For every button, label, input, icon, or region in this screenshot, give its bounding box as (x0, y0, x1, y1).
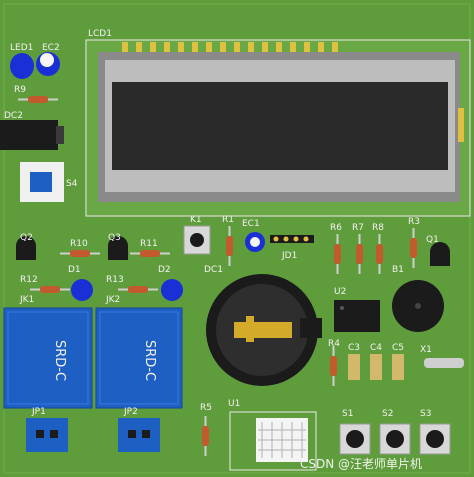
label-d2: D2 (158, 265, 171, 275)
label-q1: Q1 (426, 235, 439, 245)
label-c5: C5 (392, 343, 404, 353)
label-r5: R5 (200, 403, 212, 413)
label-r1: R1 (222, 215, 234, 225)
capacitor-c5: C5 (392, 343, 404, 380)
capacitor-c4: C4 (370, 343, 382, 380)
resistor-r12: R12 (20, 275, 70, 293)
transistor-q3: Q3 (108, 233, 128, 260)
resistor-r8: R8 (372, 223, 384, 274)
battery-holder (206, 274, 322, 386)
label-r8: R8 (372, 223, 384, 233)
pcb-inner-border (3, 3, 471, 474)
resistor-r13: R13 (106, 275, 158, 293)
label-s3: S3 (420, 409, 431, 419)
label-s4: S4 (66, 179, 78, 189)
label-ec2: EC2 (42, 43, 60, 53)
label-led1: LED1 (10, 43, 33, 53)
label-r13: R13 (106, 275, 124, 285)
buzzer-b1 (392, 280, 444, 332)
label-lcd: LCD1 (88, 29, 112, 39)
led1-group: LED1 EC2 (10, 43, 60, 79)
label-d1: D1 (68, 265, 81, 275)
led-d2: D2 (158, 265, 183, 301)
chip-u2: U2 (334, 287, 380, 332)
transistor-q1: Q1 (426, 235, 450, 266)
led-d1: D1 (68, 265, 93, 301)
label-jk1: JK1 (19, 295, 34, 305)
relay2-label: SRD-C (142, 340, 157, 381)
label-c3: C3 (348, 343, 360, 353)
label-ec1: EC1 (242, 219, 260, 229)
dc-jack-dc2: DC2 (0, 111, 64, 150)
label-r4: R4 (328, 339, 340, 349)
label-x1: X1 (420, 345, 432, 355)
relay-jk2: SRD-C (95, 307, 183, 409)
header-jd1: JD1 (270, 235, 314, 261)
switch-s4: S4 (20, 162, 78, 202)
label-s1: S1 (342, 409, 353, 419)
label-u1: U1 (228, 399, 240, 409)
label-r9: R9 (14, 85, 26, 95)
relay1-label: SRD-C (52, 340, 67, 381)
label-r3: R3 (408, 217, 420, 227)
resistor-r11: R11 (130, 239, 170, 257)
label-jp2: JP2 (123, 407, 138, 417)
label-jk2: JK2 (105, 295, 120, 305)
label-u2: U2 (334, 287, 346, 297)
capacitor-ec1: EC1 (242, 219, 265, 252)
label-dc2: DC2 (4, 111, 23, 121)
capacitor-c3: C3 (348, 343, 360, 380)
button-s2: S2 (379, 409, 411, 455)
relay-jk1: SRD-C (3, 307, 93, 409)
resistor-r10: R10 (60, 239, 100, 257)
label-jd1: JD1 (281, 251, 297, 261)
connector-jp2: JP2 (118, 407, 160, 452)
crystal-x1: X1 (420, 345, 464, 368)
label-r7: R7 (352, 223, 364, 233)
label-q2: Q2 (20, 233, 33, 243)
label-r10: R10 (70, 239, 88, 249)
label-k1: K1 (190, 215, 202, 225)
button-s1: S1 (339, 409, 371, 455)
watermark: CSDN @汪老师单片机 (300, 457, 422, 471)
connector-jp1: JP1 (26, 407, 68, 452)
resistor-r9: R9 (14, 85, 58, 103)
label-c4: C4 (370, 343, 382, 353)
label-r12: R12 (20, 275, 38, 285)
resistor-r7: R7 (352, 223, 364, 274)
resistor-r6: R6 (330, 223, 342, 274)
button-k1: K1 (183, 215, 211, 255)
resistor-r1: R1 (222, 215, 234, 266)
label-dc1: DC1 (204, 265, 223, 275)
label-r11: R11 (140, 239, 158, 249)
label-r6: R6 (330, 223, 342, 233)
lcd-module: LCD1 (85, 29, 471, 217)
label-q3: Q3 (108, 233, 121, 243)
resistor-r4: R4 (328, 339, 340, 386)
sensor-u1: U1 (228, 399, 317, 471)
lcd-pin-header (122, 42, 338, 52)
label-jp1: JP1 (31, 407, 46, 417)
button-s3: S3 (419, 409, 451, 455)
label-b1: B1 (392, 265, 404, 275)
label-s2: S2 (382, 409, 393, 419)
resistor-r5: R5 (200, 403, 212, 456)
resistor-r3: R3 (408, 217, 420, 268)
transistor-q2: Q2 (16, 233, 36, 260)
